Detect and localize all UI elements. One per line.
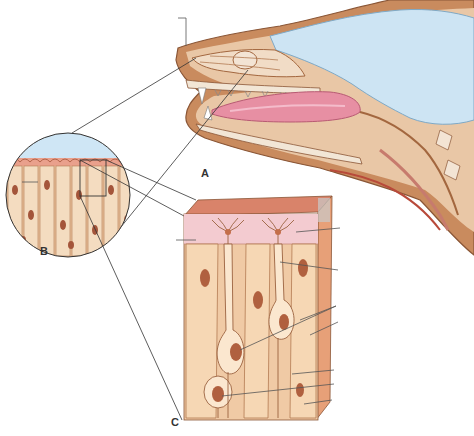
leader-line (178, 18, 186, 46)
figure-letter: A (201, 168, 209, 179)
leader-line (22, 182, 38, 183)
head-outline (176, 0, 474, 255)
trachea (380, 150, 448, 230)
neck-muscle (330, 170, 440, 230)
head-tissue (186, 8, 474, 232)
tongue-detail (230, 105, 345, 111)
lower-tooth (204, 106, 212, 120)
magnify-circle (6, 133, 130, 257)
leader-line (176, 228, 340, 404)
tongue (212, 92, 360, 122)
vertebrae (436, 130, 460, 180)
lower-jaw (196, 124, 362, 164)
epithelium-magnified (0, 130, 140, 270)
figure-letter: C (171, 417, 179, 428)
canine-tooth (198, 88, 206, 104)
zoom-square (80, 160, 106, 196)
nasal-conchae (192, 49, 305, 76)
conchae-lines (200, 56, 280, 70)
zoom-line (80, 160, 196, 420)
figure-letter: B (40, 246, 48, 257)
